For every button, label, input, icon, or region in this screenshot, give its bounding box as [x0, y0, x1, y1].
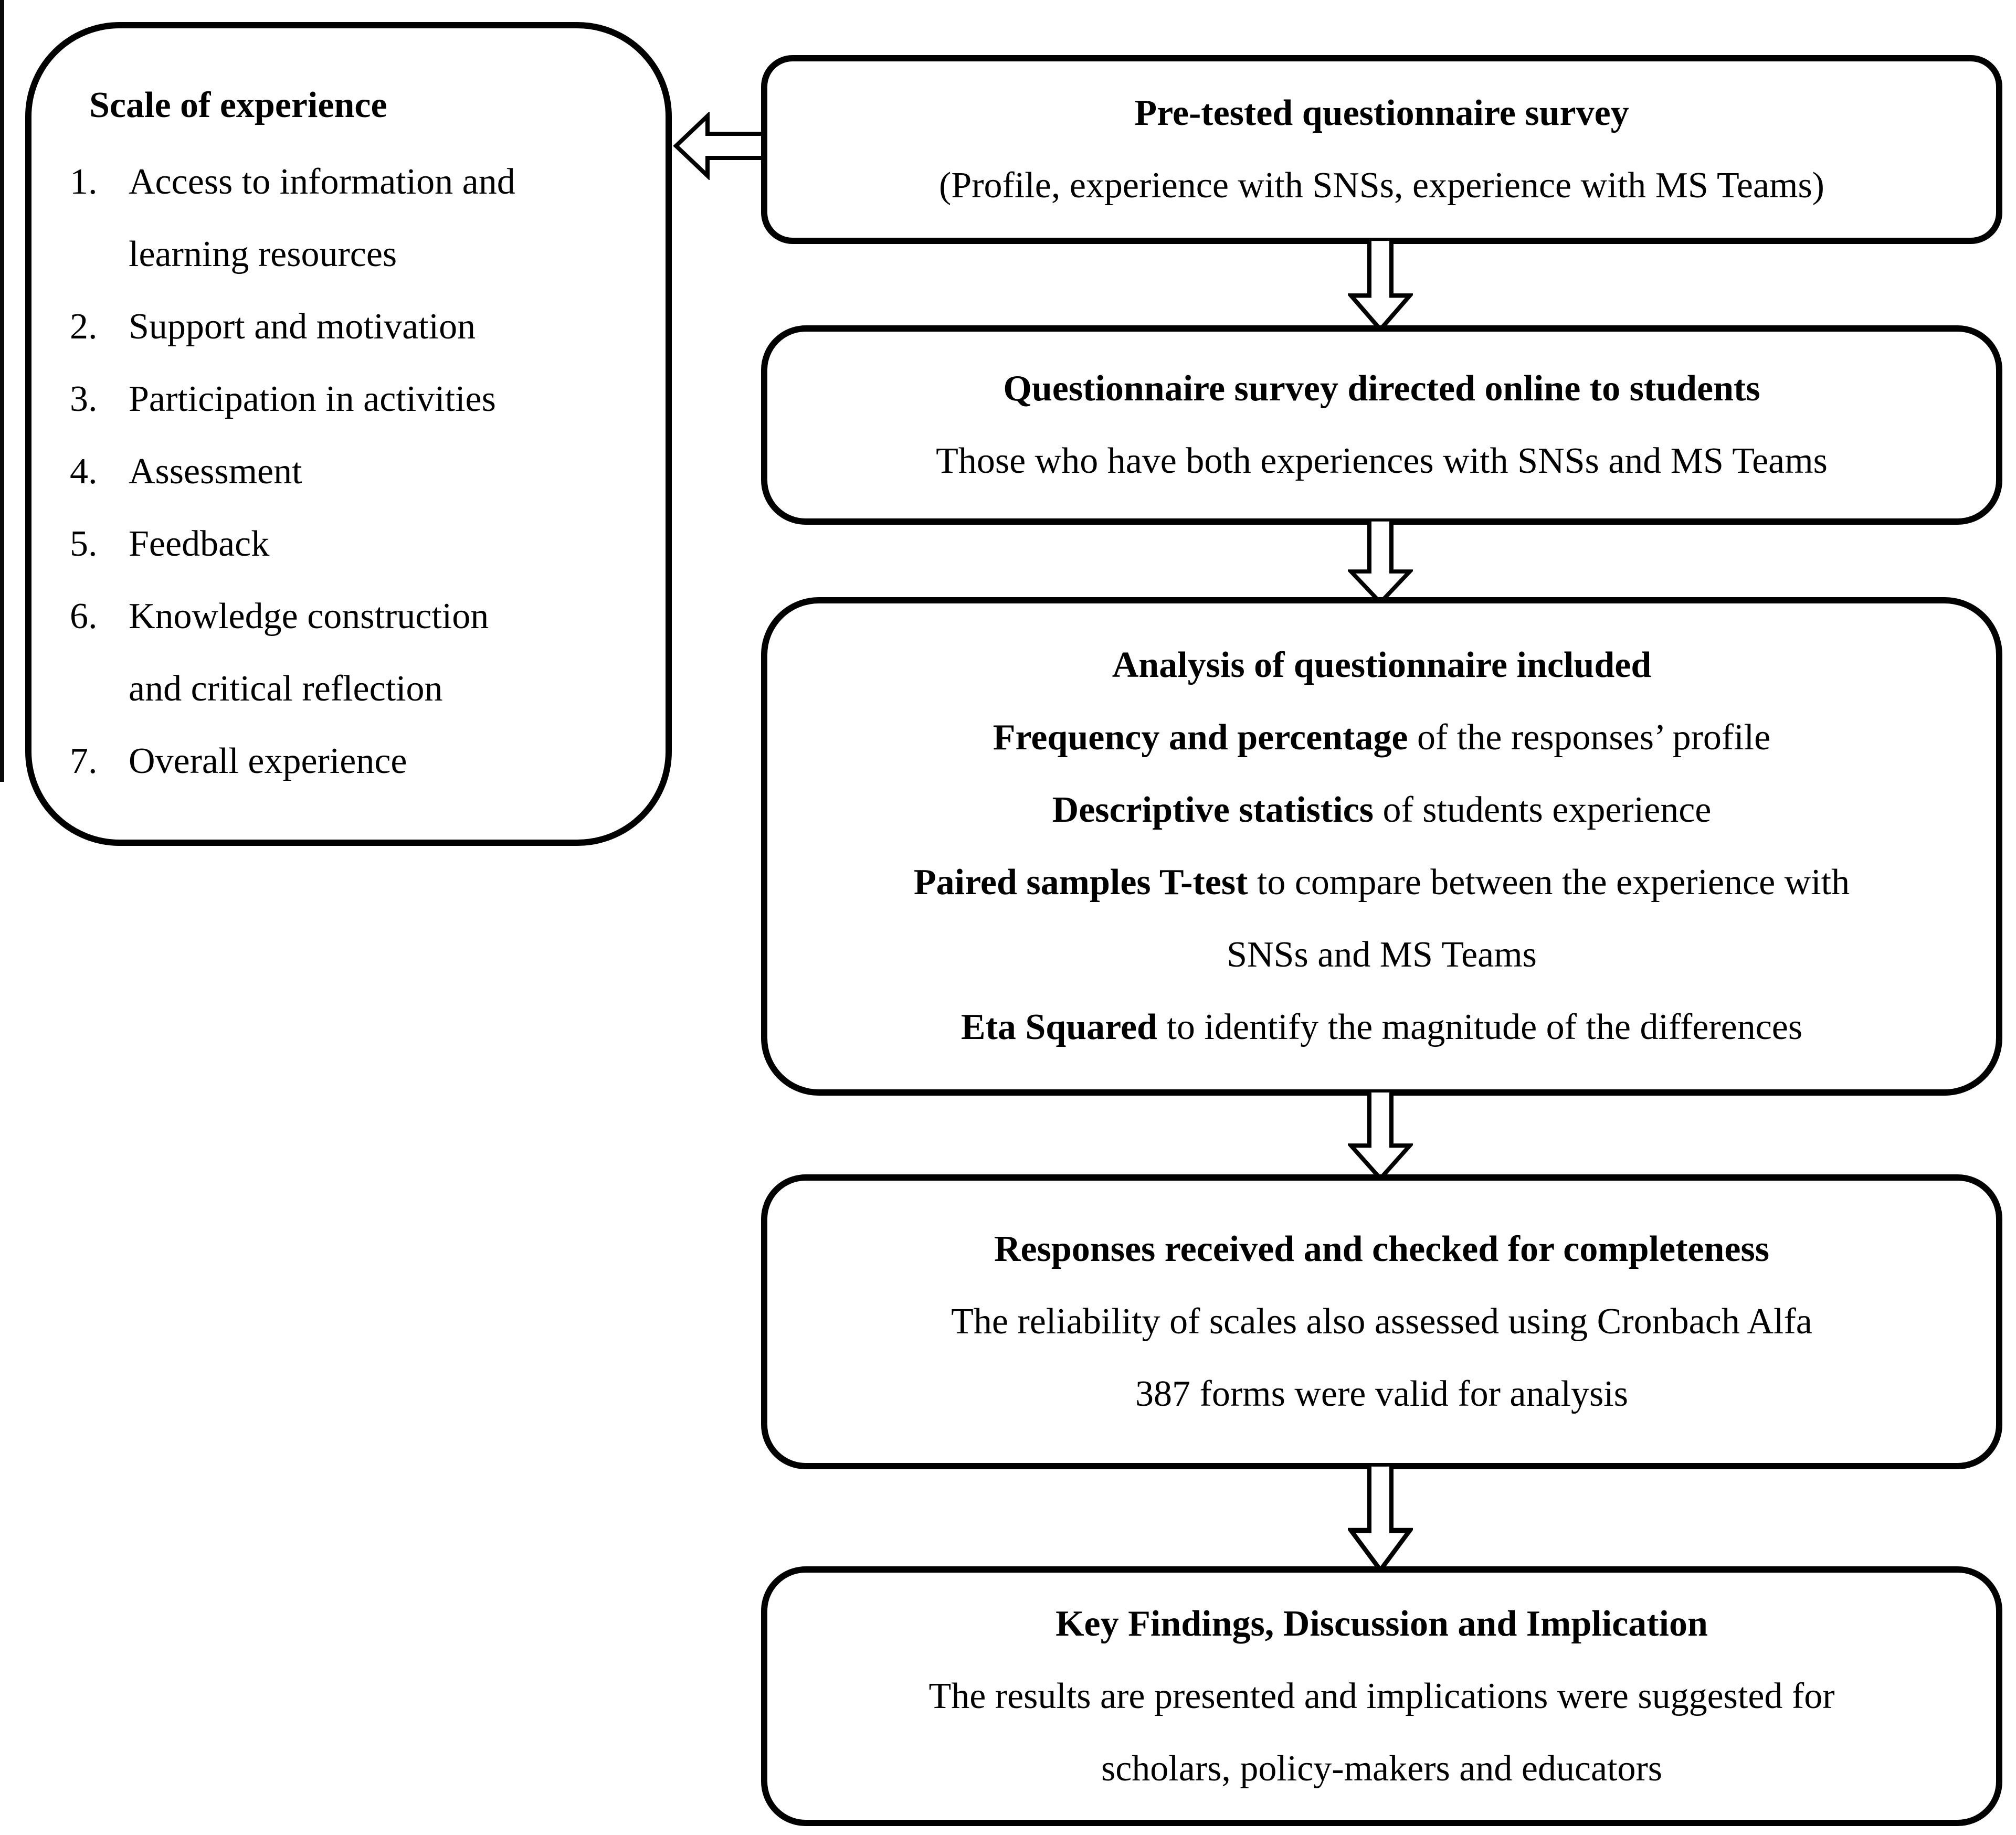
scale-item-text: Knowledge construction and critical refl… [129, 596, 489, 709]
analysis-line-bold: Paired samples T-test [913, 862, 1248, 903]
analysis-line-3: Paired samples T-test to compare between… [914, 846, 1850, 919]
analysis-box: Analysis of questionnaire included Frequ… [761, 597, 2002, 1096]
key-findings-box: Key Findings, Discussion and Implication… [761, 1566, 2002, 1826]
analysis-line-bold: Frequency and percentage [993, 717, 1408, 758]
scale-item-4: 4. Assessment [70, 436, 645, 508]
scale-item-number: 4. [70, 451, 98, 492]
analysis-line-2: Descriptive statistics of students exper… [1052, 774, 1712, 846]
scale-item-7: 7. Overall experience [70, 725, 645, 798]
box-title: Analysis of questionnaire included [1112, 645, 1652, 685]
box-subtitle: (Profile, experience with SNSs, experien… [938, 165, 1824, 206]
box-title: Questionnaire survey directed online to … [1003, 368, 1760, 409]
arrow-down-icon [1348, 239, 1413, 332]
analysis-line-bold: Descriptive statistics [1052, 790, 1374, 830]
analysis-line-4: SNSs and MS Teams [1227, 919, 1537, 991]
arrow-left-icon [673, 112, 763, 180]
scale-item-number: 1. [70, 162, 98, 202]
scale-item-number: 2. [70, 306, 98, 347]
responses-line-1: The reliability of scales also assessed … [951, 1301, 1812, 1342]
responses-box: Responses received and checked for compl… [761, 1174, 2002, 1469]
box-title: Key Findings, Discussion and Implication [1056, 1603, 1708, 1644]
findings-line-1: The results are presented and implicatio… [928, 1675, 1835, 1716]
analysis-line-rest: SNSs and MS Teams [1227, 935, 1537, 975]
scale-item-2: 2. Support and motivation [70, 291, 645, 363]
scale-item-text: Feedback [129, 524, 270, 564]
findings-line-2: scholars, policy-makers and educators [1101, 1748, 1663, 1789]
scale-box-title: Scale of experience [89, 85, 387, 125]
scale-item-number: 5. [70, 524, 98, 564]
analysis-line-rest: of the responses’ profile [1408, 717, 1771, 758]
analysis-line-5: Eta Squared to identify the magnitude of… [961, 991, 1802, 1064]
analysis-line-rest: of students experience [1373, 790, 1712, 830]
arrow-down-icon [1348, 1464, 1413, 1573]
scale-item-number: 3. [70, 379, 98, 419]
scale-item-6: 6. Knowledge construction and critical r… [70, 580, 645, 725]
analysis-line-1: Frequency and percentage of the response… [993, 702, 1770, 774]
scale-item-5: 5. Feedback [70, 508, 645, 580]
scale-item-text: Overall experience [129, 741, 407, 781]
scale-item-text: Support and motivation [129, 306, 476, 347]
scan-edge-artifact [0, 0, 4, 782]
scale-of-experience-box: Scale of experience 1. Access to informa… [25, 22, 672, 846]
analysis-line-rest: to identify the magnitude of the differe… [1157, 1007, 1803, 1047]
box-title: Pre-tested questionnaire survey [1134, 93, 1629, 133]
scale-item-text: Participation in activities [129, 379, 496, 419]
analysis-line-rest: to compare between the experience with [1248, 862, 1850, 903]
box-subtitle: Those who have both experiences with SNS… [936, 441, 1828, 481]
responses-line-2: 387 forms were valid for analysis [1135, 1374, 1628, 1414]
box-title: Responses received and checked for compl… [994, 1229, 1769, 1269]
scale-item-text: Assessment [129, 451, 302, 492]
arrow-down-icon [1348, 519, 1413, 604]
arrow-down-icon [1348, 1090, 1413, 1181]
online-survey-box: Questionnaire survey directed online to … [761, 325, 2002, 525]
scale-item-1: 1. Access to information and learning re… [70, 146, 645, 291]
scale-item-number: 7. [70, 741, 98, 781]
pretested-survey-box: Pre-tested questionnaire survey (Profile… [761, 55, 2002, 244]
analysis-line-bold: Eta Squared [960, 1007, 1157, 1047]
scale-item-number: 6. [70, 596, 98, 637]
scale-item-text: Access to information and learning resou… [129, 162, 515, 274]
scale-item-3: 3. Participation in activities [70, 363, 645, 436]
